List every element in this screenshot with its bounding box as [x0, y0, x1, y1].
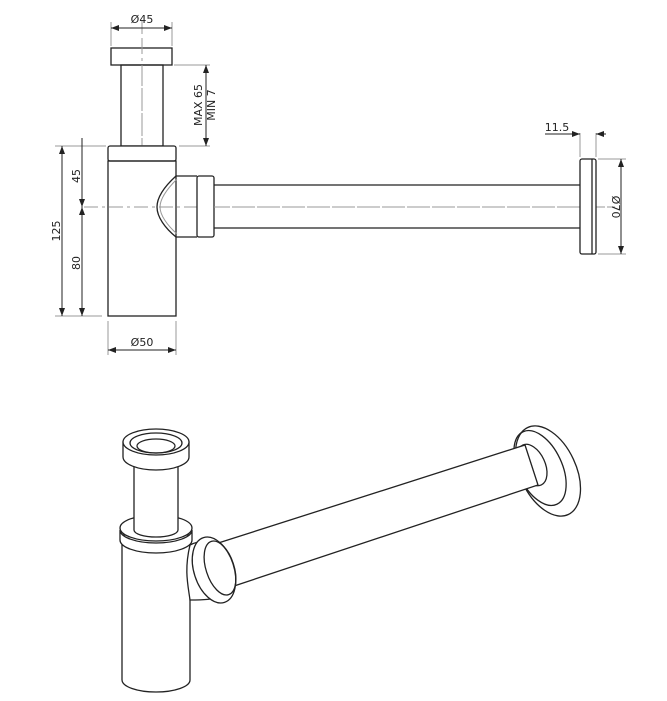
wall-flange — [579, 158, 597, 255]
isometric-view — [119, 425, 582, 693]
dim-top-cap-diameter: Ø45 — [131, 13, 154, 26]
outlet-nut — [196, 175, 215, 238]
body-collar — [107, 145, 177, 162]
dim-height-max: MAX 65 — [192, 84, 205, 126]
dim-flange-thickness: 11.5 — [545, 121, 570, 134]
dim-upper-height: 45 — [70, 169, 83, 183]
dim-body-diameter: Ø50 — [131, 336, 154, 349]
dim-total-height: 125 — [50, 221, 63, 242]
outlet-junction — [156, 175, 197, 238]
dim-flange-diameter: Ø70 — [609, 196, 622, 219]
trap-body — [107, 160, 177, 317]
dim-lower-height: 80 — [70, 256, 83, 270]
front-elevation-view: Ø45 MAX 65 MIN 7 125 45 80 Ø50 11.5 Ø70 — [50, 13, 626, 355]
dim-height-min: MIN 7 — [205, 89, 218, 120]
